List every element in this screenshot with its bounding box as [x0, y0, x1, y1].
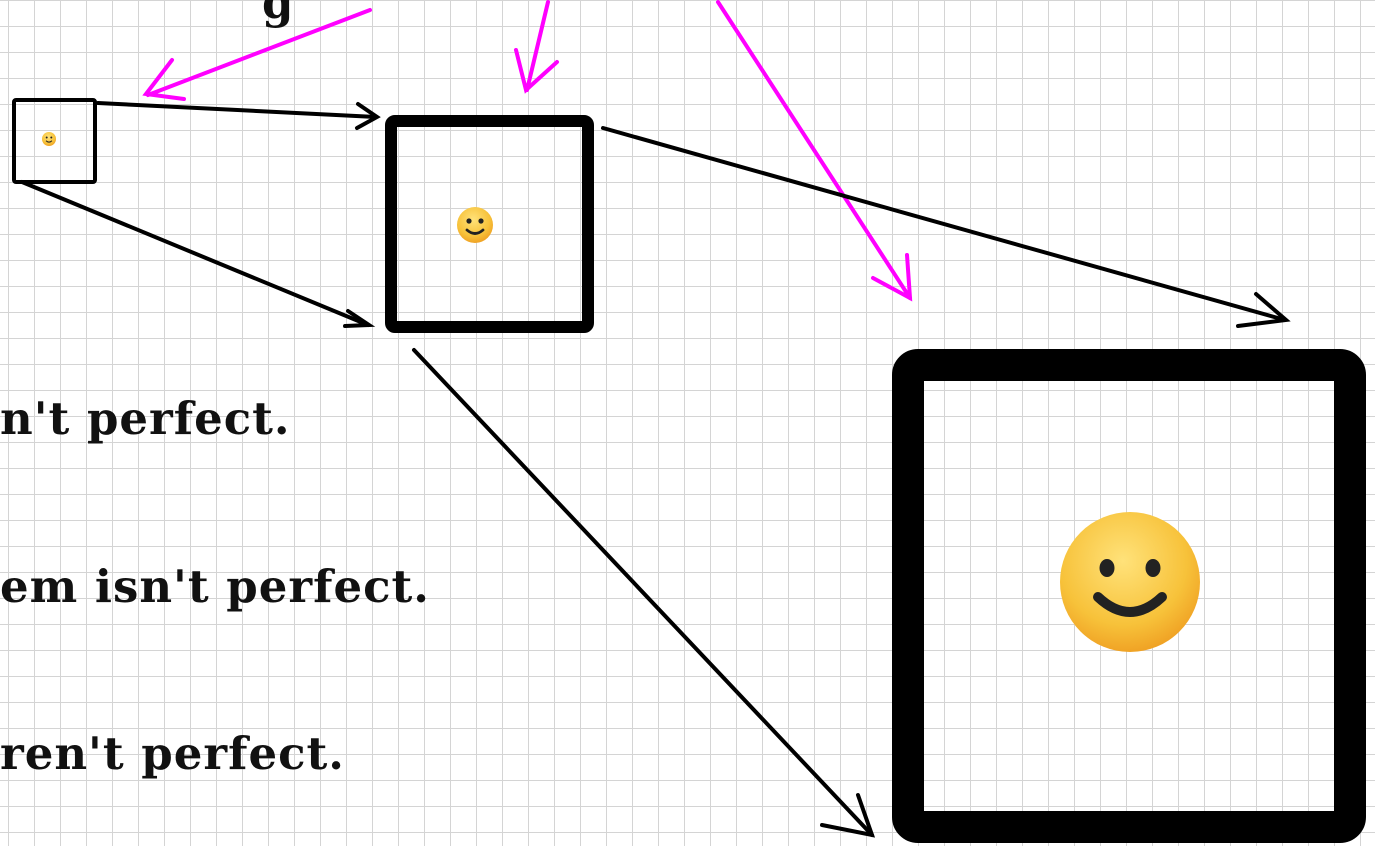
magenta-arrowhead-3 — [871, 253, 913, 302]
arrowhead-small-to-medium-top — [355, 102, 381, 130]
black-arrows — [20, 101, 1291, 838]
caption-line-3: ren't perfect. — [0, 727, 345, 780]
top-text-fragment: g — [262, 0, 293, 29]
magenta-arrowhead-1 — [142, 58, 186, 101]
smiley-icon — [1060, 512, 1200, 652]
arrow-small-to-medium-bottom — [20, 180, 370, 327]
smiley-icon — [42, 132, 56, 146]
small-box — [12, 98, 97, 184]
magenta-arrows — [142, 0, 913, 302]
arrowhead-medium-to-large-bottom — [820, 793, 876, 838]
arrowhead-medium-to-large-top — [1236, 292, 1291, 328]
magenta-arrowhead-2 — [514, 48, 559, 94]
medium-box — [385, 115, 594, 333]
arrow-medium-to-large-top — [601, 126, 1287, 322]
caption-line-1: n't perfect. — [0, 392, 291, 445]
caption-line-2: em isn't perfect. — [0, 560, 430, 613]
large-box — [892, 349, 1366, 843]
arrowhead-small-to-medium-bottom — [343, 309, 376, 328]
magenta-arrow-3 — [716, 0, 912, 300]
magenta-arrow-1 — [146, 8, 372, 97]
smiley-icon — [457, 207, 493, 243]
magenta-arrow-2 — [525, 0, 550, 92]
arrow-medium-to-large-bottom — [412, 348, 874, 837]
arrow-small-to-medium-top — [96, 101, 378, 119]
